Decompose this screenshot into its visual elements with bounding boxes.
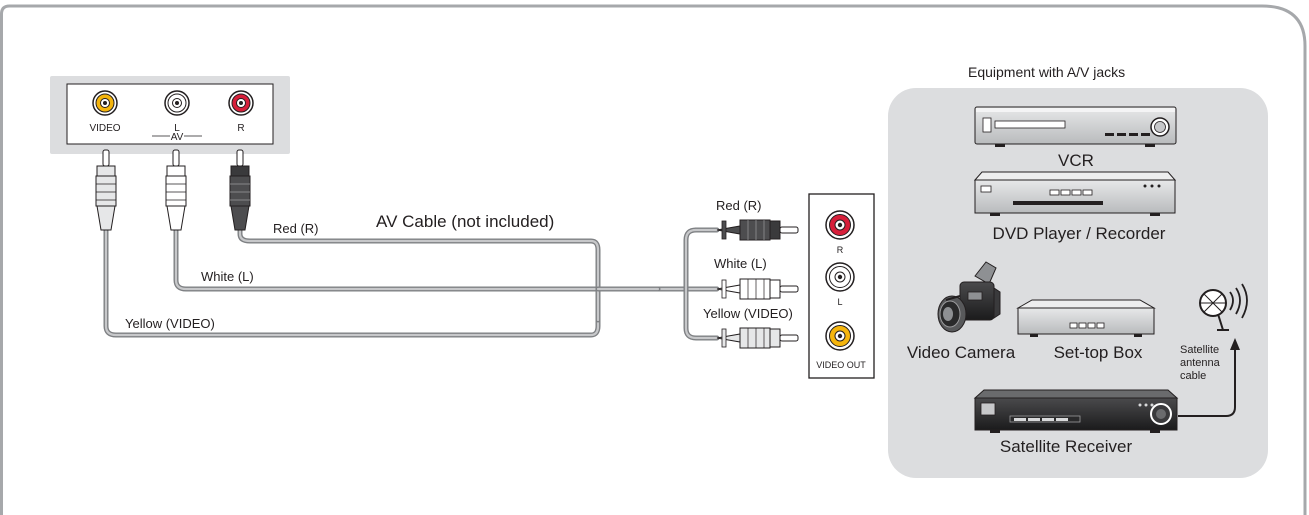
device-left-jack[interactable] [825,262,855,292]
right-red-plug [716,219,799,241]
red-right-plug [229,149,251,231]
tv-right-label: R [237,123,244,134]
av-cable-wires [103,225,720,341]
right-white-label: White (L) [714,256,767,271]
right-red-label: Red (R) [716,198,762,213]
antenna-cable-label-line3: cable [1180,370,1206,382]
video-camera-label: Video Camera [907,343,1016,362]
antenna-cable-label-line2: antenna [1180,357,1221,369]
antenna-cable [1178,348,1236,417]
vcr-label: VCR [1058,151,1094,170]
tv-audio-right-jack[interactable] [228,90,254,116]
device-left-label: L [837,297,842,307]
right-white-plug [716,278,799,300]
white-left-plug [165,149,187,231]
device-av-output-panel: R L VIDEO OUT [808,193,875,379]
set-top-box-icon [1016,299,1156,337]
tv-left-label: L [174,123,180,134]
satellite-receiver-icon [973,389,1179,433]
equipment-heading: Equipment with A/V jacks [968,64,1125,80]
vcr-icon [974,106,1177,147]
device-right-label: R [837,245,844,255]
red-cable-label: Red (R) [273,221,319,236]
device-right-jack[interactable] [825,210,855,240]
right-yellow-plug [716,327,799,349]
dvd-player-icon [973,171,1177,216]
tv-video-label: VIDEO [89,123,120,134]
tv-av-input-panel: VIDEO L R AV [50,76,290,154]
tv-av-group-label: AV [171,132,184,143]
tv-audio-left-jack[interactable] [164,90,190,116]
antenna-cable-label-line1: Satellite [1180,344,1219,356]
white-cable-label: White (L) [201,269,254,284]
antenna-cable-arrow [1230,338,1240,350]
yellow-video-plug [95,149,117,231]
tv-video-jack[interactable] [92,90,118,116]
yellow-cable-label: Yellow (VIDEO) [125,316,215,331]
set-top-box-label: Set-top Box [1054,343,1143,362]
device-video-out-jack[interactable] [825,321,855,351]
video-camera-icon [937,261,1001,333]
satellite-dish-icon [1199,283,1248,331]
right-yellow-label: Yellow (VIDEO) [703,306,793,321]
av-cable-title: AV Cable (not included) [376,212,554,231]
outer-frame [0,4,1307,515]
device-video-out-label: VIDEO OUT [816,360,866,370]
dvd-label: DVD Player / Recorder [993,224,1166,243]
satellite-receiver-label: Satellite Receiver [1000,437,1133,456]
